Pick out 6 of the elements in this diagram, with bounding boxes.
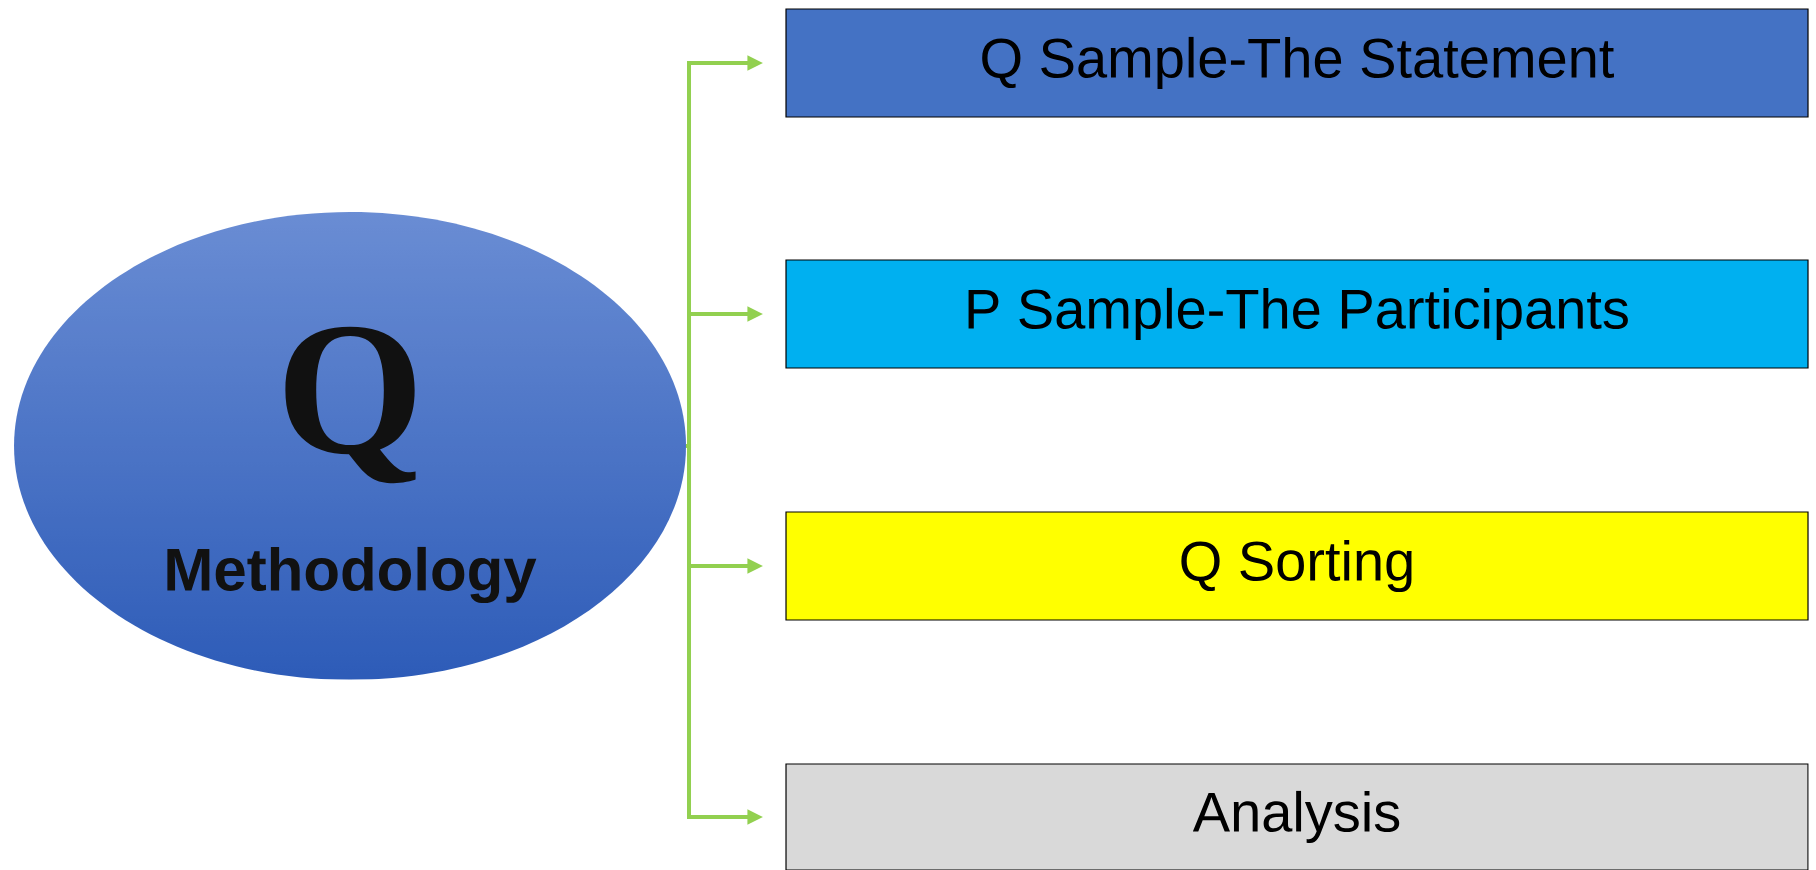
- process-box: P Sample-The Participants: [785, 259, 1809, 369]
- heading-label: Methodology: [167, 546, 537, 604]
- process-box: Q Sample-The Statement: [785, 8, 1809, 118]
- letter-label: Q: [285, 326, 416, 484]
- process-box: Analysis: [785, 763, 1809, 870]
- process-box: Q Sorting: [785, 511, 1809, 621]
